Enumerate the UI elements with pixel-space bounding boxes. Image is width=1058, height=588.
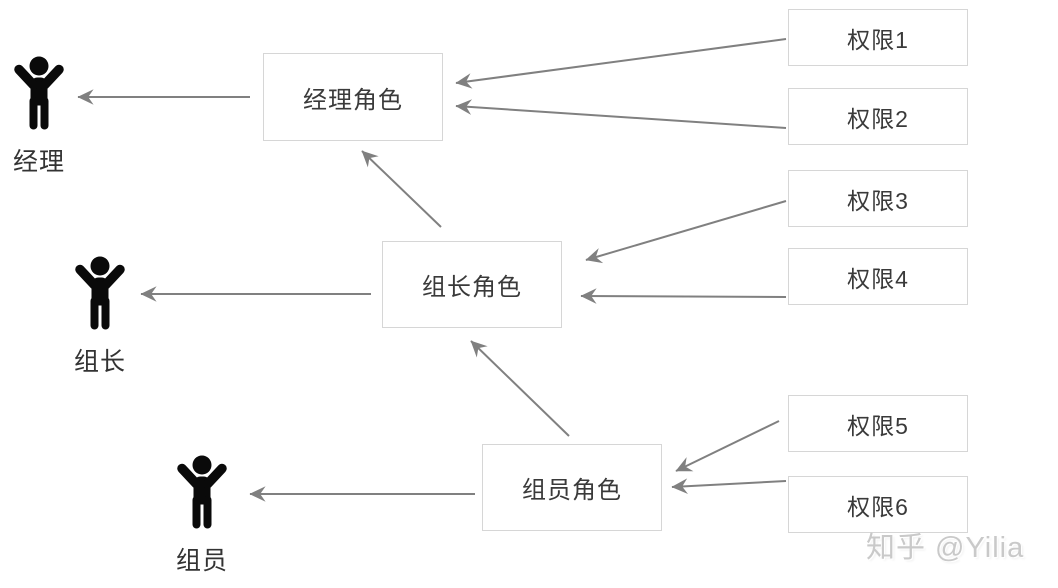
person-arms-raised-icon bbox=[13, 56, 65, 131]
user-leader-label: 组长 bbox=[73, 348, 126, 376]
role-box-leader-label: 组长角色 bbox=[422, 274, 522, 301]
permission-box-3-label: 权限3 bbox=[847, 187, 909, 214]
permission-box-6-label: 权限6 bbox=[847, 493, 909, 520]
permission-box-1: 权限1 bbox=[788, 9, 968, 66]
permission-box-2-label: 权限2 bbox=[847, 105, 909, 132]
permission-box-5-label: 权限5 bbox=[847, 412, 909, 439]
edge-perm-2-to-manager-role bbox=[455, 99, 787, 129]
role-box-leader: 组长角色 bbox=[382, 241, 562, 328]
person-arms-raised-icon bbox=[74, 256, 126, 331]
permission-box-1-label: 权限1 bbox=[847, 26, 909, 53]
permission-box-6: 权限6 bbox=[788, 476, 968, 533]
edge-perm-5-to-member-role bbox=[675, 420, 780, 472]
role-box-member-label: 组员角色 bbox=[522, 477, 622, 504]
permission-box-3: 权限3 bbox=[788, 170, 968, 227]
person-arms-raised-icon bbox=[176, 455, 228, 530]
permission-box-2: 权限2 bbox=[788, 88, 968, 145]
user-member: 组员 bbox=[172, 455, 232, 577]
permission-box-4: 权限4 bbox=[788, 248, 968, 305]
role-box-manager-label: 经理角色 bbox=[303, 86, 403, 114]
user-manager-label: 经理 bbox=[12, 148, 65, 176]
edge-member-role-to-leader-role bbox=[470, 340, 570, 437]
user-leader: 组长 bbox=[70, 256, 130, 378]
user-manager: 经理 bbox=[9, 56, 69, 178]
role-box-manager: 经理角色 bbox=[263, 53, 443, 141]
watermark: 知乎 @Yilia bbox=[866, 532, 1025, 564]
edge-perm-6-to-member-role bbox=[671, 478, 787, 494]
user-member-label: 组员 bbox=[175, 547, 228, 575]
permission-box-4-label: 权限4 bbox=[847, 265, 909, 292]
edge-perm-1-to-manager-role bbox=[455, 38, 787, 89]
edge-perm-4-to-leader-role bbox=[580, 288, 787, 304]
permission-box-5: 权限5 bbox=[788, 395, 968, 452]
role-box-member: 组员角色 bbox=[482, 444, 662, 531]
edge-perm-3-to-leader-role bbox=[585, 200, 787, 264]
edge-leader-role-to-manager-role bbox=[361, 150, 442, 228]
